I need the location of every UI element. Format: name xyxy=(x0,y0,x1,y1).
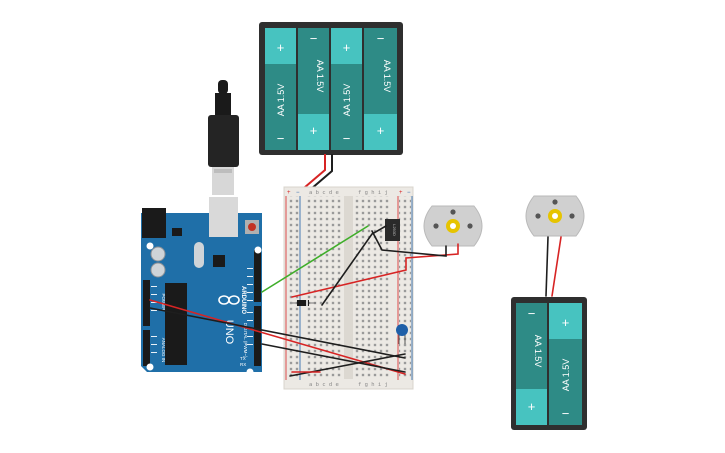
battery-cell-2: − + AA 1.5V xyxy=(298,28,329,150)
cell-2-label: AA 1.5V xyxy=(315,60,325,93)
power-jack xyxy=(142,208,166,238)
column-letters-right-bottom: f g h i j xyxy=(358,382,388,388)
digital-header-top xyxy=(254,250,261,302)
cell-3-top-terminal: + xyxy=(343,40,351,55)
battery-cell-right-2: + − AA 1.5V xyxy=(549,303,582,425)
battery-cell-1: + − AA 1.5V xyxy=(265,28,296,150)
digital-header-bottom xyxy=(254,306,261,366)
battery-cell-4: − + AA 1.5V xyxy=(364,28,397,150)
wire-black-motor1 xyxy=(371,230,447,257)
power-header xyxy=(143,280,150,326)
battery-pack-4xAA[interactable]: + − AA 1.5V − + AA 1.5V + − AA 1.5V − + … xyxy=(259,22,403,155)
cell-4-bottom-terminal: + xyxy=(377,123,385,138)
breadboard[interactable]: a b c d e f g h i j a b c d e f g h i j … xyxy=(283,186,414,390)
cell-1-label: AA 1.5V xyxy=(276,84,286,117)
right-cell-1-top-terminal: − xyxy=(528,306,536,321)
arduino-brand: ARDUINO xyxy=(240,286,246,314)
cell-4-top-terminal: − xyxy=(377,31,385,46)
digital-label: DIGITAL (PWM~) xyxy=(243,323,248,358)
right-cell-1-label: AA 1.5V xyxy=(533,335,543,368)
ceramic-capacitor-icon[interactable] xyxy=(396,324,408,344)
dc-motor-icon[interactable] xyxy=(525,195,585,237)
usb-port xyxy=(209,197,238,237)
rx-label: RX xyxy=(240,362,246,367)
right-cell-2-bottom-terminal: − xyxy=(562,406,570,421)
rail-minus-label-right: − xyxy=(407,190,411,196)
battery-pack-2xAA[interactable]: − + AA 1.5V + − AA 1.5V xyxy=(511,297,587,430)
rail-plus-label-right: + xyxy=(399,190,403,196)
capacitor-icon xyxy=(150,246,166,262)
cell-1-top-terminal: + xyxy=(277,40,285,55)
cell-3-bottom-terminal: − xyxy=(343,131,351,146)
rail-minus-label: − xyxy=(296,190,300,196)
cell-2-top-terminal: − xyxy=(310,31,318,46)
column-letters-right-top: f g h i j xyxy=(358,190,388,196)
battery-cell-3: + − AA 1.5V xyxy=(331,28,362,150)
wire-red-power xyxy=(291,243,459,298)
motor-driver-ic[interactable]: L293D xyxy=(385,219,400,241)
cell-4-label: AA 1.5V xyxy=(382,60,392,93)
cell-2-bottom-terminal: + xyxy=(310,123,318,138)
dc-motor-icon[interactable] xyxy=(423,205,483,247)
wires[interactable] xyxy=(149,225,562,377)
wire-black-motor2 xyxy=(545,236,549,297)
rail-plus-label: + xyxy=(287,190,291,196)
arduino-uno-board[interactable]: ARDUINO UNO DIGITAL (PWM~) POWER ANALOG … xyxy=(141,197,262,376)
wire-red-motor2 xyxy=(551,236,562,297)
ic-label: L293D xyxy=(392,224,397,236)
wire-black-arduino-1 xyxy=(149,307,406,359)
column-letters-left-top: a b c d e xyxy=(309,190,339,196)
capacitor-icon xyxy=(150,262,166,278)
atmega-chip xyxy=(165,283,187,365)
wire-green xyxy=(261,225,369,293)
battery-cell-right-1: − + AA 1.5V xyxy=(516,303,547,425)
tx-label: TX xyxy=(240,356,246,361)
crystal-oscillator xyxy=(194,242,204,268)
right-cell-1-bottom-terminal: + xyxy=(528,399,536,414)
arduino-model: UNO xyxy=(223,320,235,345)
analog-label: ANALOG IN xyxy=(161,338,166,363)
cell-1-bottom-terminal: − xyxy=(277,131,285,146)
power-label: POWER xyxy=(161,293,166,311)
wire-black-ic xyxy=(321,225,387,306)
diode-icon[interactable] xyxy=(292,300,316,306)
column-letters-left-bottom: a b c d e xyxy=(309,382,339,388)
cell-3-label: AA 1.5V xyxy=(342,84,352,117)
right-cell-2-top-terminal: + xyxy=(562,315,570,330)
usb-cable[interactable] xyxy=(208,80,239,195)
analog-header xyxy=(143,330,150,366)
right-cell-2-label: AA 1.5V xyxy=(561,359,571,392)
infinity-logo-icon xyxy=(218,295,240,305)
wire-black-arduino-2 xyxy=(261,343,406,373)
